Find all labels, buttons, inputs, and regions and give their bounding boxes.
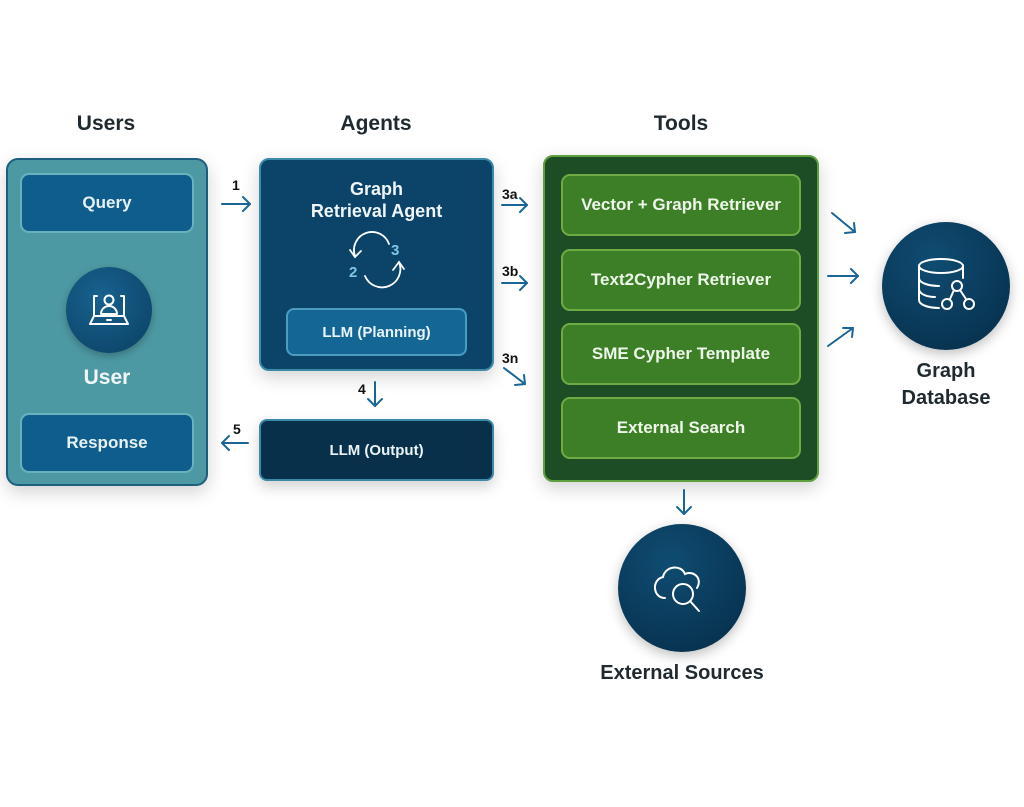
external-sources-label: External Sources bbox=[600, 662, 764, 684]
loop-step-2: 2 bbox=[349, 264, 358, 281]
arrow-3b-icon bbox=[501, 275, 528, 291]
tool-text2cypher-retriever[interactable]: Text2Cypher Retriever bbox=[561, 249, 801, 311]
query-box[interactable]: Query bbox=[20, 173, 194, 233]
tool-external-search[interactable]: External Search bbox=[561, 397, 801, 459]
graph-database-label-line1: Graph bbox=[916, 360, 976, 382]
arrow-db-top-icon bbox=[831, 212, 856, 234]
users-column-title: Users bbox=[76, 112, 136, 135]
database-graph-icon bbox=[918, 258, 975, 310]
users-panel: Query User Response bbox=[6, 158, 208, 486]
arrow-4-icon bbox=[367, 381, 383, 407]
graph-database-label: Graph Database bbox=[866, 358, 1024, 412]
arrow-db-bottom-icon bbox=[827, 327, 854, 347]
cloud-search-icon bbox=[654, 566, 700, 612]
step-3b-label: 3b bbox=[502, 263, 519, 279]
arrow-3a-icon bbox=[501, 197, 528, 213]
arrow-3n-icon bbox=[503, 367, 526, 386]
agent-title: Graph Retrieval Agent bbox=[261, 178, 492, 222]
agents-column-title: Agents bbox=[340, 112, 412, 135]
llm-output-box[interactable]: LLM (Output) bbox=[259, 419, 494, 481]
external-sources-node[interactable] bbox=[618, 524, 746, 652]
agent-title-line2: Retrieval Agent bbox=[310, 201, 443, 221]
graph-database-node[interactable] bbox=[882, 222, 1010, 350]
graph-retrieval-agent-panel[interactable]: Graph Retrieval Agent 2 3 LLM (Planning) bbox=[259, 158, 494, 371]
step-1-label: 1 bbox=[232, 177, 240, 193]
arrow-db-mid-icon bbox=[827, 268, 859, 284]
step-5-label: 5 bbox=[233, 421, 241, 437]
step-3n-label: 3n bbox=[502, 350, 519, 366]
cycle-arrows-icon bbox=[349, 231, 405, 289]
tools-panel: Vector + Graph Retriever Text2Cypher Ret… bbox=[543, 155, 819, 482]
loop-step-3: 3 bbox=[391, 242, 400, 259]
tool-sme-cypher-template[interactable]: SME Cypher Template bbox=[561, 323, 801, 385]
tools-column-title: Tools bbox=[653, 112, 709, 135]
response-box[interactable]: Response bbox=[20, 413, 194, 473]
arrow-5-icon bbox=[221, 435, 249, 451]
arrow-1-icon bbox=[221, 196, 251, 212]
graph-database-label-line2: Database bbox=[901, 387, 991, 409]
llm-planning-box[interactable]: LLM (Planning) bbox=[286, 308, 467, 356]
user-label: User bbox=[83, 366, 131, 389]
user-avatar bbox=[66, 267, 152, 353]
agent-title-line1: Graph bbox=[349, 179, 403, 199]
arrow-external-icon bbox=[676, 489, 692, 515]
step-3a-label: 3a bbox=[502, 186, 518, 202]
tool-vector-graph-retriever[interactable]: Vector + Graph Retriever bbox=[561, 174, 801, 236]
step-4-label: 4 bbox=[358, 381, 366, 397]
user-laptop-icon bbox=[89, 294, 129, 325]
